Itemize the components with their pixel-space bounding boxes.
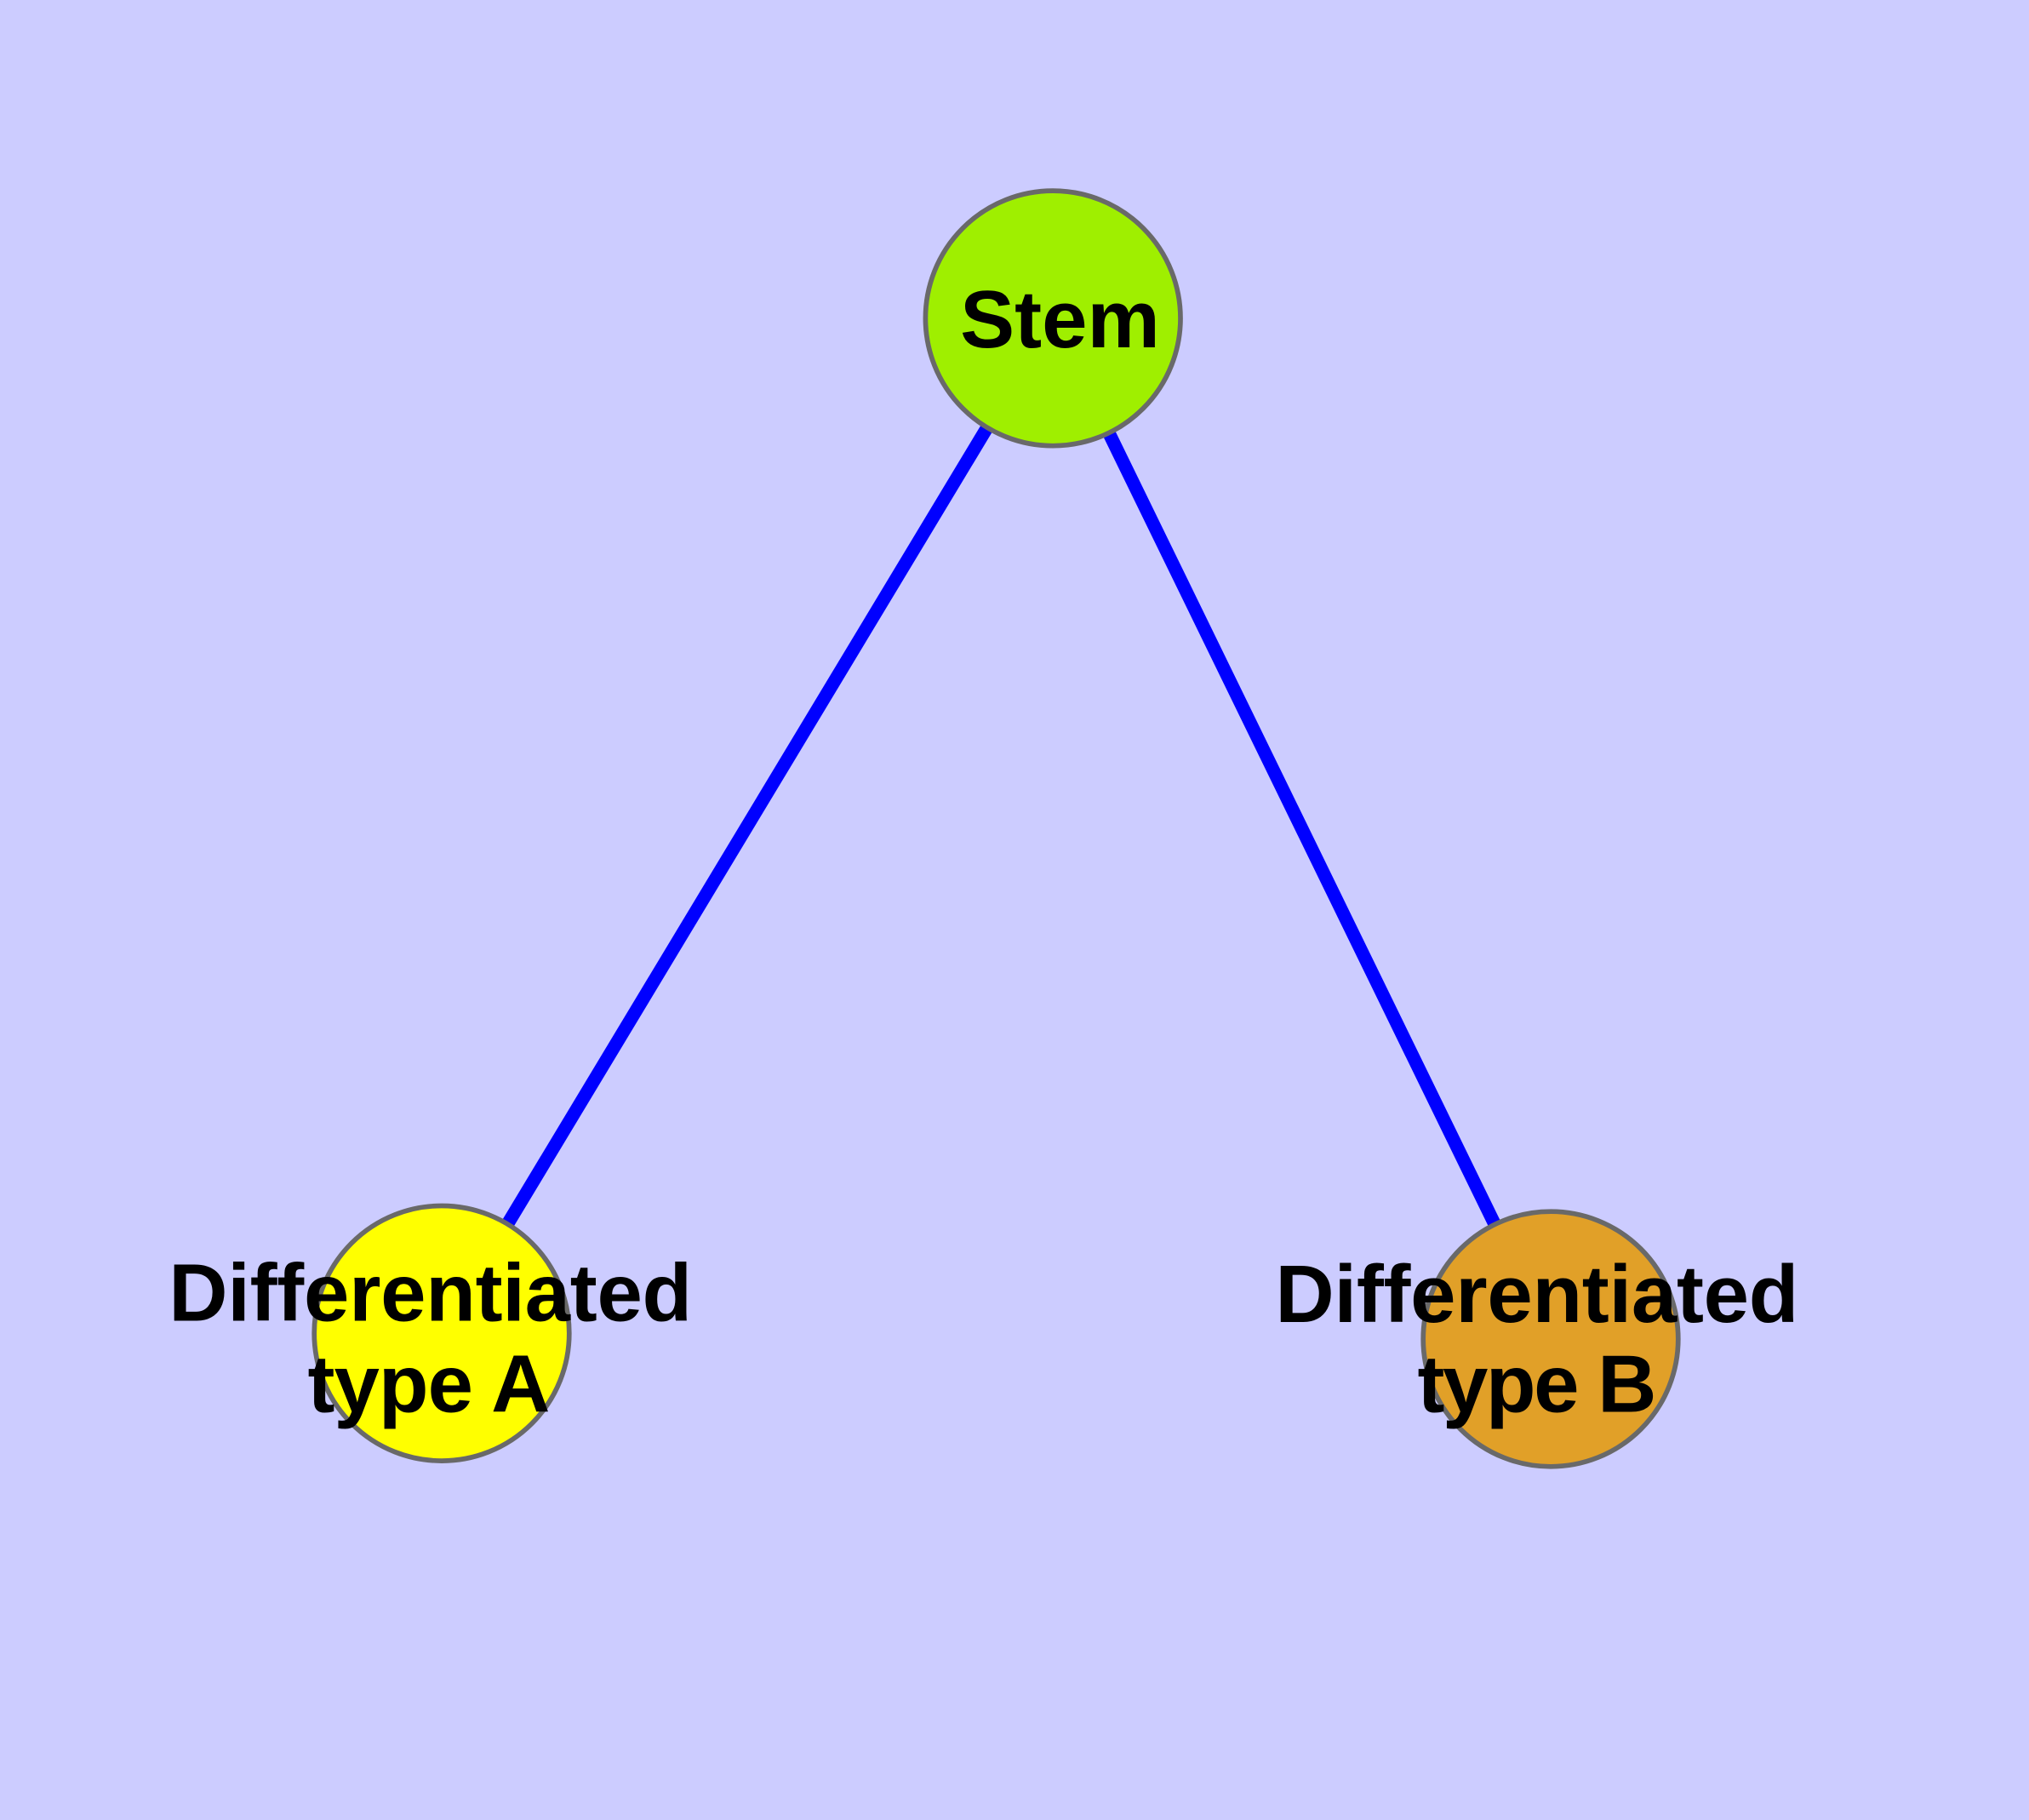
svg-text:Differentiated: Differentiated [169, 1248, 692, 1339]
svg-text:Stem: Stem [960, 274, 1160, 365]
svg-text:type B: type B [1418, 1339, 1657, 1430]
svg-text:Differentiated: Differentiated [1275, 1249, 1798, 1340]
svg-text:type A: type A [308, 1338, 551, 1429]
